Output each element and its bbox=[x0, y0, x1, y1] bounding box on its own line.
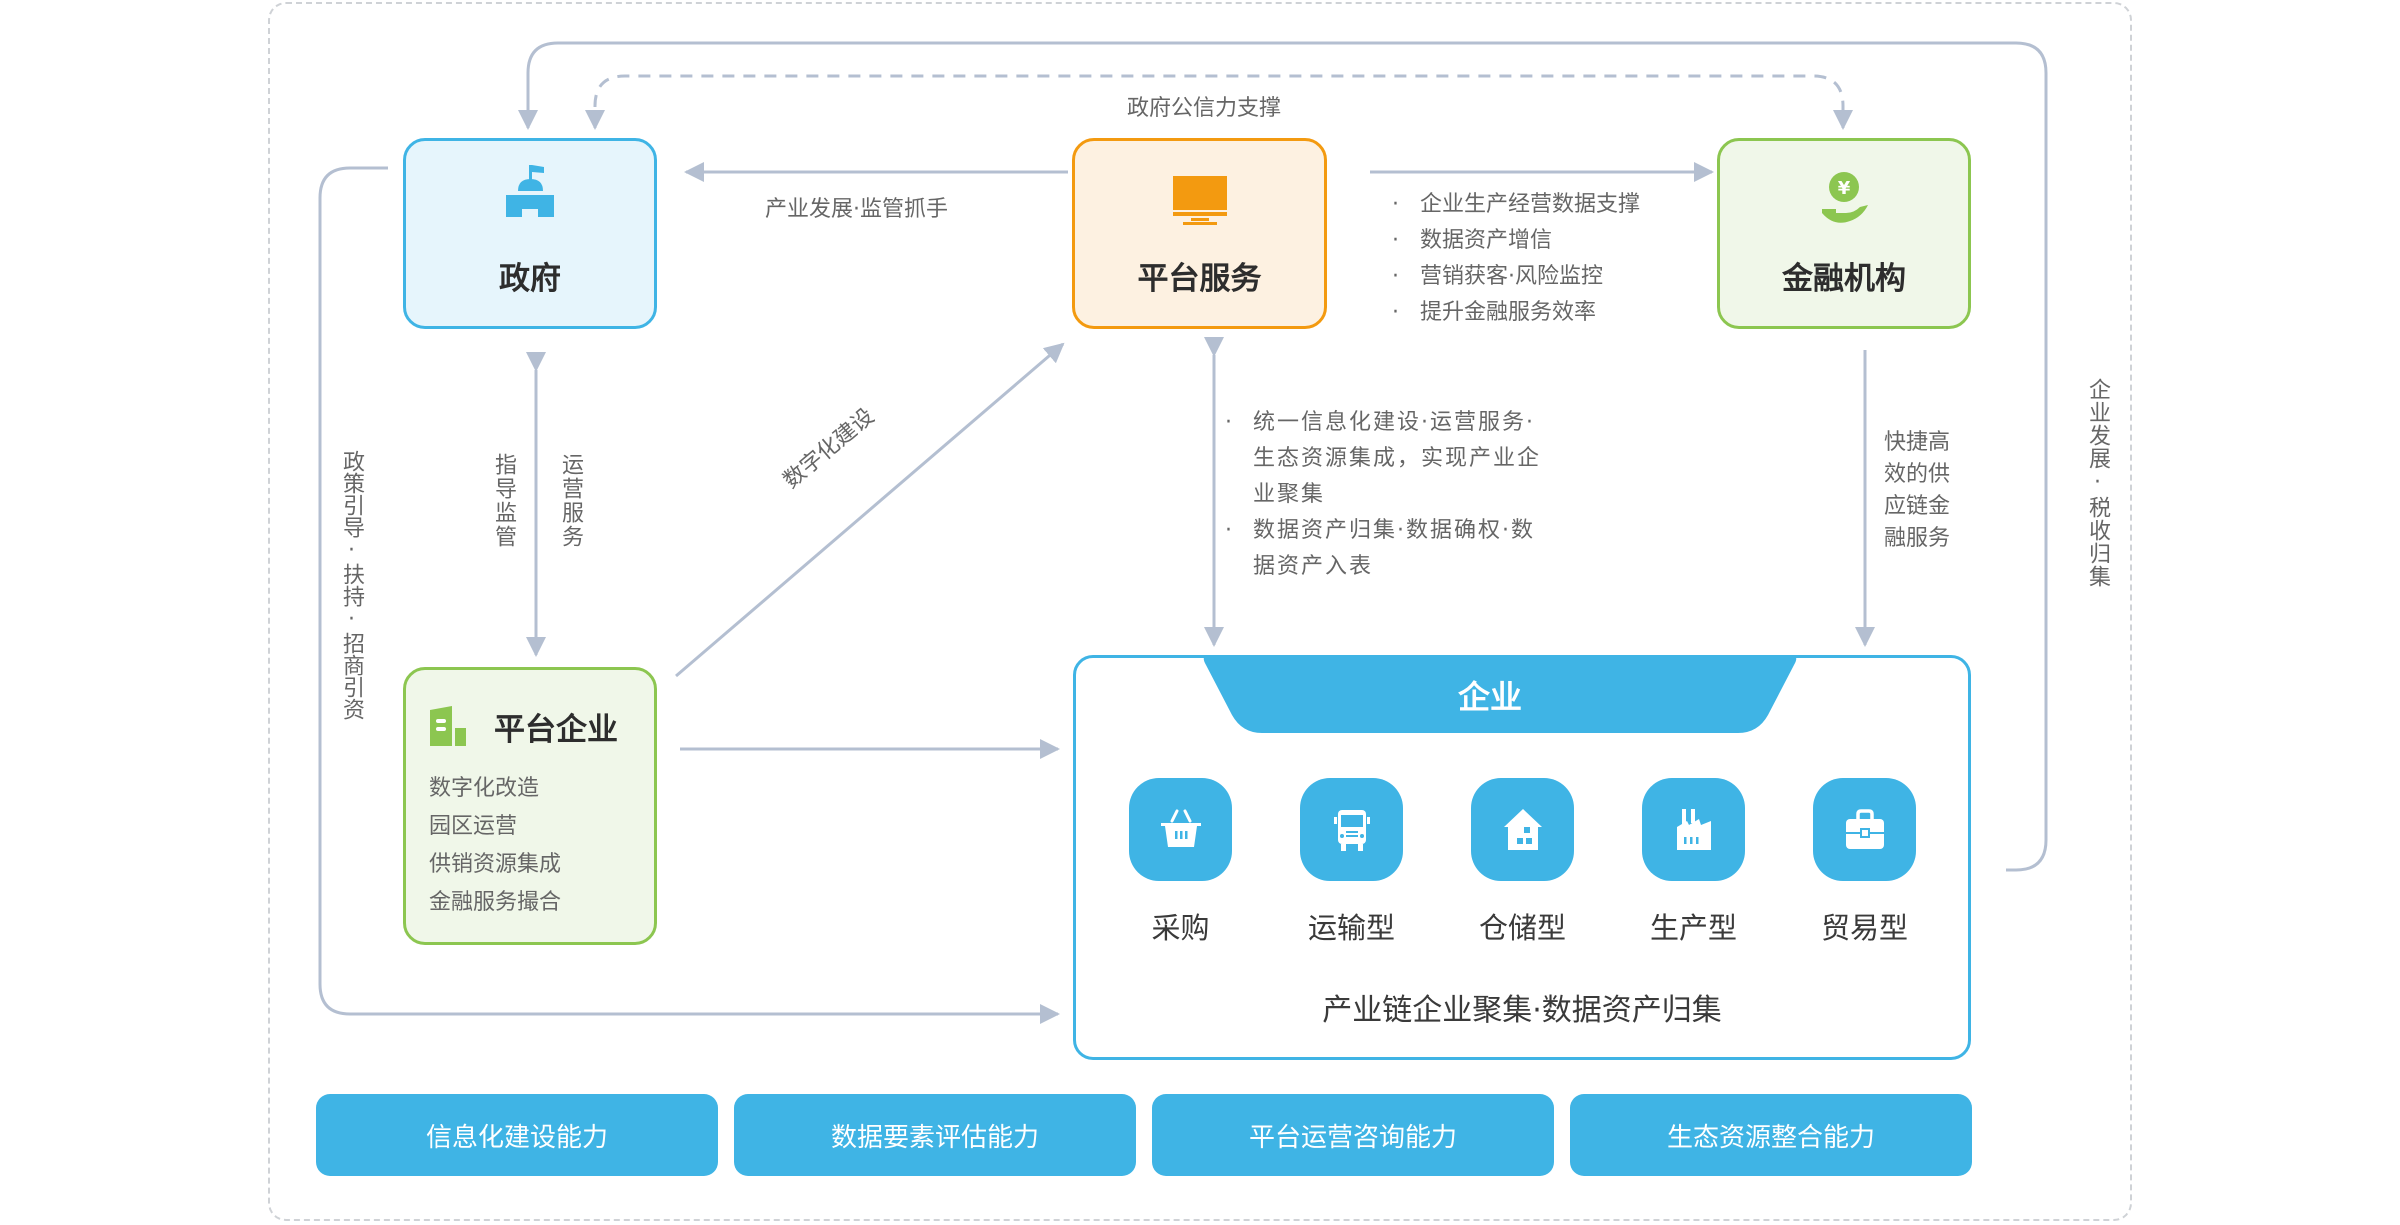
capability-button-ecosystem-integration[interactable]: 生态资源整合能力 bbox=[1570, 1094, 1972, 1176]
enterprise-header-tab bbox=[1190, 655, 1797, 733]
node-financial-institution-title: 金融机构 bbox=[1782, 261, 1906, 297]
enterprise-type-label: 仓储型 bbox=[1478, 911, 1566, 945]
warehouse-house-icon bbox=[1503, 808, 1542, 850]
government-building-icon bbox=[506, 165, 554, 217]
enterprise-type-label: 采购 bbox=[1151, 911, 1210, 945]
list-item: 园区运营 bbox=[429, 814, 518, 839]
label-policy-support: 政策引导·扶持·招商引资 bbox=[339, 450, 364, 720]
enterprise-type-tile-trade[interactable] bbox=[1813, 778, 1916, 881]
edge-policy-support bbox=[318, 166, 1060, 1024]
list-item: 供销资源集成 bbox=[429, 852, 562, 877]
enterprise-type-label: 贸易型 bbox=[1820, 911, 1908, 945]
enterprise-caption: 产业链企业聚集·数据资产归集 bbox=[1322, 993, 1722, 1028]
outer-dashed-frame bbox=[268, 2, 2132, 1221]
label-supply-chain-finance: 快捷高效的供应链金融服务 bbox=[1884, 430, 1951, 551]
capability-button-data-evaluation[interactable]: 数据要素评估能力 bbox=[734, 1094, 1136, 1176]
office-building-icon bbox=[430, 706, 466, 746]
label-service-to-enterprise: 统一信息化建设·运营服务·生态资源集成，实现产业企业聚集 数据资产归集·数据确权… bbox=[1225, 405, 1555, 585]
node-platform-service-title: 平台服务 bbox=[1137, 261, 1262, 297]
truck-icon bbox=[1333, 809, 1370, 851]
bullet-item: 企业生产经营数据支撑 bbox=[1392, 187, 1640, 223]
enterprise-type-tile-production[interactable] bbox=[1642, 778, 1745, 881]
node-platform-enterprise[interactable]: 平台企业 数字化改造 园区运营 供销资源集成 金融服务撮合 bbox=[403, 667, 657, 945]
bullet-item: 数据资产增信 bbox=[1392, 223, 1640, 259]
enterprise-type-tile-transport[interactable] bbox=[1300, 778, 1403, 881]
edge-digital-construction bbox=[675, 342, 1065, 678]
svg-text:¥: ¥ bbox=[1838, 178, 1851, 199]
bullet-item: 提升金融服务效率 bbox=[1392, 295, 1640, 331]
node-government-title: 政府 bbox=[499, 261, 561, 297]
label-enterprise-dev-tax: 企业发展·税收归集 bbox=[2085, 378, 2110, 588]
capability-button-platform-consulting[interactable]: 平台运营咨询能力 bbox=[1152, 1094, 1554, 1176]
label-service-to-finance: 企业生产经营数据支撑 数据资产增信 营销获客·风险监控 提升金融服务效率 bbox=[1392, 187, 1640, 331]
enterprise-type-tile-warehouse[interactable] bbox=[1471, 778, 1574, 881]
enterprise-type-label: 运输型 bbox=[1307, 911, 1395, 945]
monitor-icon bbox=[1172, 176, 1227, 225]
capability-button-informatization[interactable]: 信息化建设能力 bbox=[316, 1094, 718, 1176]
bullet-item: 营销获客·风险监控 bbox=[1392, 259, 1640, 295]
label-gov-credit-support: 政府公信力支撑 bbox=[1127, 96, 1282, 121]
enterprise-type-label: 生产型 bbox=[1649, 911, 1737, 945]
yen-hand-icon: ¥ bbox=[1822, 172, 1868, 223]
label-guidance-supervision: 指导监管 bbox=[491, 453, 516, 549]
node-platform-enterprise-title: 平台企业 bbox=[494, 712, 618, 748]
factory-icon bbox=[1676, 808, 1711, 850]
node-enterprise-title: 企业 bbox=[1457, 678, 1522, 716]
shopping-basket-icon bbox=[1160, 809, 1201, 847]
list-item: 金融服务撮合 bbox=[429, 890, 562, 915]
bullet-item: 统一信息化建设·运营服务·生态资源集成，实现产业企业聚集 bbox=[1225, 405, 1555, 513]
bullet-item: 数据资产归集·数据确权·数据资产入表 bbox=[1225, 513, 1555, 585]
label-operation-service: 运营服务 bbox=[558, 453, 583, 549]
list-item: 数字化改造 bbox=[429, 776, 540, 801]
label-industry-dev-supervision: 产业发展·监管抓手 bbox=[765, 197, 948, 222]
briefcase-icon bbox=[1845, 808, 1884, 849]
platform-enterprise-list: 数字化改造 园区运营 供销资源集成 金融服务撮合 bbox=[429, 770, 561, 922]
node-government[interactable]: 政府 bbox=[403, 138, 657, 329]
node-platform-service[interactable]: 平台服务 bbox=[1072, 138, 1327, 329]
node-financial-institution[interactable]: ¥ 金融机构 bbox=[1717, 138, 1971, 329]
edge-enterprise-dev-tax bbox=[518, 41, 2048, 872]
enterprise-type-tile-procurement[interactable] bbox=[1129, 778, 1232, 881]
